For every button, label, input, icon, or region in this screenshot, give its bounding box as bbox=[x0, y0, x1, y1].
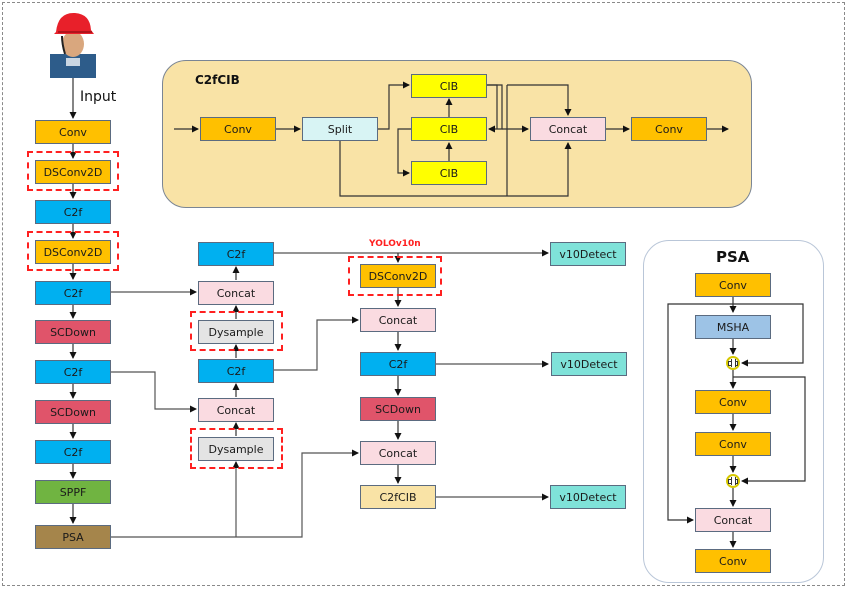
c2fcib-conv-in[interactable]: Conv bbox=[200, 117, 276, 141]
head-v10detect-1[interactable]: v10Detect bbox=[550, 242, 626, 266]
backbone-psa[interactable]: PSA bbox=[35, 525, 111, 549]
neck-c2f-down[interactable]: C2f bbox=[360, 352, 436, 376]
neck-concat-2[interactable]: Concat bbox=[198, 398, 274, 422]
backbone-dsconv2d-2[interactable]: DSConv2D bbox=[35, 240, 111, 264]
c2fcib-panel-title: C2fCIB bbox=[195, 73, 240, 87]
psa-msha[interactable]: MSHA bbox=[695, 315, 771, 339]
input-label: Input bbox=[80, 89, 117, 105]
input-image-worker-helmet bbox=[50, 12, 96, 78]
c2fcib-cib-mid[interactable]: CIB bbox=[411, 117, 487, 141]
backbone-c2f-3[interactable]: C2f bbox=[35, 360, 111, 384]
highlight-dysample-1 bbox=[190, 311, 283, 351]
neck-c2f-mid[interactable]: C2f bbox=[198, 359, 274, 383]
model-name-label: YOLOv10n bbox=[369, 239, 421, 249]
highlight-dsconv2d-1 bbox=[27, 151, 119, 191]
neck-c2f-top[interactable]: C2f bbox=[198, 242, 274, 266]
c2fcib-split[interactable]: Split bbox=[302, 117, 378, 141]
backbone-scdown-1[interactable]: SCDown bbox=[35, 320, 111, 344]
backbone-scdown-2[interactable]: SCDown bbox=[35, 400, 111, 424]
c2fcib-concat[interactable]: Concat bbox=[530, 117, 606, 141]
psa-panel-title: PSA bbox=[716, 248, 750, 266]
highlight-dsconv2d-2 bbox=[27, 231, 119, 271]
neck-concat-1[interactable]: Concat bbox=[198, 281, 274, 305]
neck-c2fcib[interactable]: C2fCIB bbox=[360, 485, 436, 509]
backbone-c2f-2[interactable]: C2f bbox=[35, 281, 111, 305]
highlight-dysample-2 bbox=[190, 428, 283, 469]
head-v10detect-2[interactable]: v10Detect bbox=[551, 352, 627, 376]
psa-concat[interactable]: Concat bbox=[695, 508, 771, 532]
psa-conv-3[interactable]: Conv bbox=[695, 432, 771, 456]
neck-concat-4[interactable]: Concat bbox=[360, 441, 436, 465]
psa-conv-1[interactable]: Conv bbox=[695, 273, 771, 297]
c2fcib-conv-out[interactable]: Conv bbox=[631, 117, 707, 141]
head-v10detect-3[interactable]: v10Detect bbox=[550, 485, 626, 509]
backbone-c2f-4[interactable]: C2f bbox=[35, 440, 111, 464]
add-icon bbox=[726, 474, 740, 488]
backbone-c2f-1[interactable]: C2f bbox=[35, 200, 111, 224]
backbone-conv[interactable]: Conv bbox=[35, 120, 111, 144]
neck-concat-3[interactable]: Concat bbox=[360, 308, 436, 332]
psa-conv-4[interactable]: Conv bbox=[695, 549, 771, 573]
neck-dsconv2d[interactable]: DSConv2D bbox=[360, 264, 436, 288]
add-icon bbox=[726, 356, 740, 370]
neck-dysample-2[interactable]: Dysample bbox=[198, 437, 274, 461]
neck-dysample-1[interactable]: Dysample bbox=[198, 320, 274, 344]
backbone-sppf[interactable]: SPPF bbox=[35, 480, 111, 504]
highlight-dsconv2d-3 bbox=[348, 256, 442, 296]
psa-conv-2[interactable]: Conv bbox=[695, 390, 771, 414]
backbone-dsconv2d-1[interactable]: DSConv2D bbox=[35, 160, 111, 184]
c2fcib-cib-top[interactable]: CIB bbox=[411, 74, 487, 98]
neck-scdown[interactable]: SCDown bbox=[360, 397, 436, 421]
c2fcib-cib-bot[interactable]: CIB bbox=[411, 161, 487, 185]
